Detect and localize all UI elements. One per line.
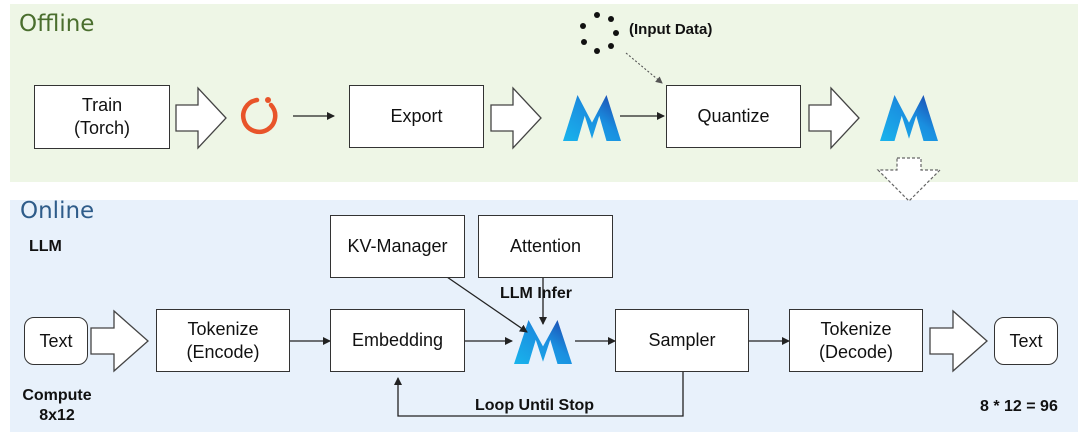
embedding-box: Embedding xyxy=(330,309,465,372)
offline-panel xyxy=(10,4,1078,182)
model-logo-icon-llm-infer xyxy=(514,320,572,364)
block-arrow-down-offline-to-online xyxy=(876,157,942,202)
block-arrow-quantize-to-model xyxy=(808,86,860,150)
arrow-loop-until-stop xyxy=(394,372,684,417)
export-label: Export xyxy=(390,106,443,126)
kv-manager-label: KV-Manager xyxy=(347,236,448,256)
text-input-label: Text xyxy=(39,330,73,351)
tokenize-decode-label: Tokenize (Decode) xyxy=(818,318,894,362)
llm-infer-label: LLM Infer xyxy=(500,285,572,302)
block-arrow-train-to-pytorch xyxy=(175,86,227,150)
equation-label: 8 * 12 = 96 xyxy=(980,398,1058,415)
quantize-label: Quantize xyxy=(697,106,770,126)
dataset-dots-icon xyxy=(580,12,619,54)
arrow-input-data-to-quantize xyxy=(625,52,663,84)
text-input-box: Text xyxy=(24,317,88,365)
arrow-kv-manager-to-llm xyxy=(446,276,528,333)
attention-label: Attention xyxy=(509,236,582,256)
quantize-box: Quantize xyxy=(666,85,801,148)
pytorch-logo-icon xyxy=(240,97,278,135)
attention-box: Attention xyxy=(478,215,613,278)
model-logo-icon-export xyxy=(563,95,621,141)
block-arrow-decode-to-text xyxy=(929,309,988,373)
loop-until-stop-label: Loop Until Stop xyxy=(475,397,595,414)
block-arrow-export-to-model xyxy=(490,86,542,150)
text-output-box: Text xyxy=(994,317,1058,365)
block-arrow-text-to-tokenize xyxy=(90,309,149,373)
tokenize-encode-label: Tokenize (Encode) xyxy=(186,318,260,362)
compute-label: Compute 8x12 xyxy=(22,387,92,424)
offline-section-title: Offline xyxy=(19,11,95,37)
train-torch-box: Train (Torch) xyxy=(34,85,170,149)
kv-manager-box: KV-Manager xyxy=(330,215,465,278)
tokenize-encode-box: Tokenize (Encode) xyxy=(156,309,290,372)
sampler-box: Sampler xyxy=(615,309,749,372)
llm-label: LLM xyxy=(29,238,62,255)
export-box: Export xyxy=(349,85,484,148)
online-section-title: Online xyxy=(20,198,95,224)
model-logo-icon-quantize xyxy=(880,95,938,141)
tokenize-decode-box: Tokenize (Decode) xyxy=(789,309,923,372)
train-torch-label: Train (Torch) xyxy=(73,95,130,138)
sampler-label: Sampler xyxy=(648,330,716,350)
embedding-label: Embedding xyxy=(351,330,444,350)
input-data-label: (Input Data) xyxy=(629,21,713,38)
text-output-label: Text xyxy=(1009,330,1043,351)
